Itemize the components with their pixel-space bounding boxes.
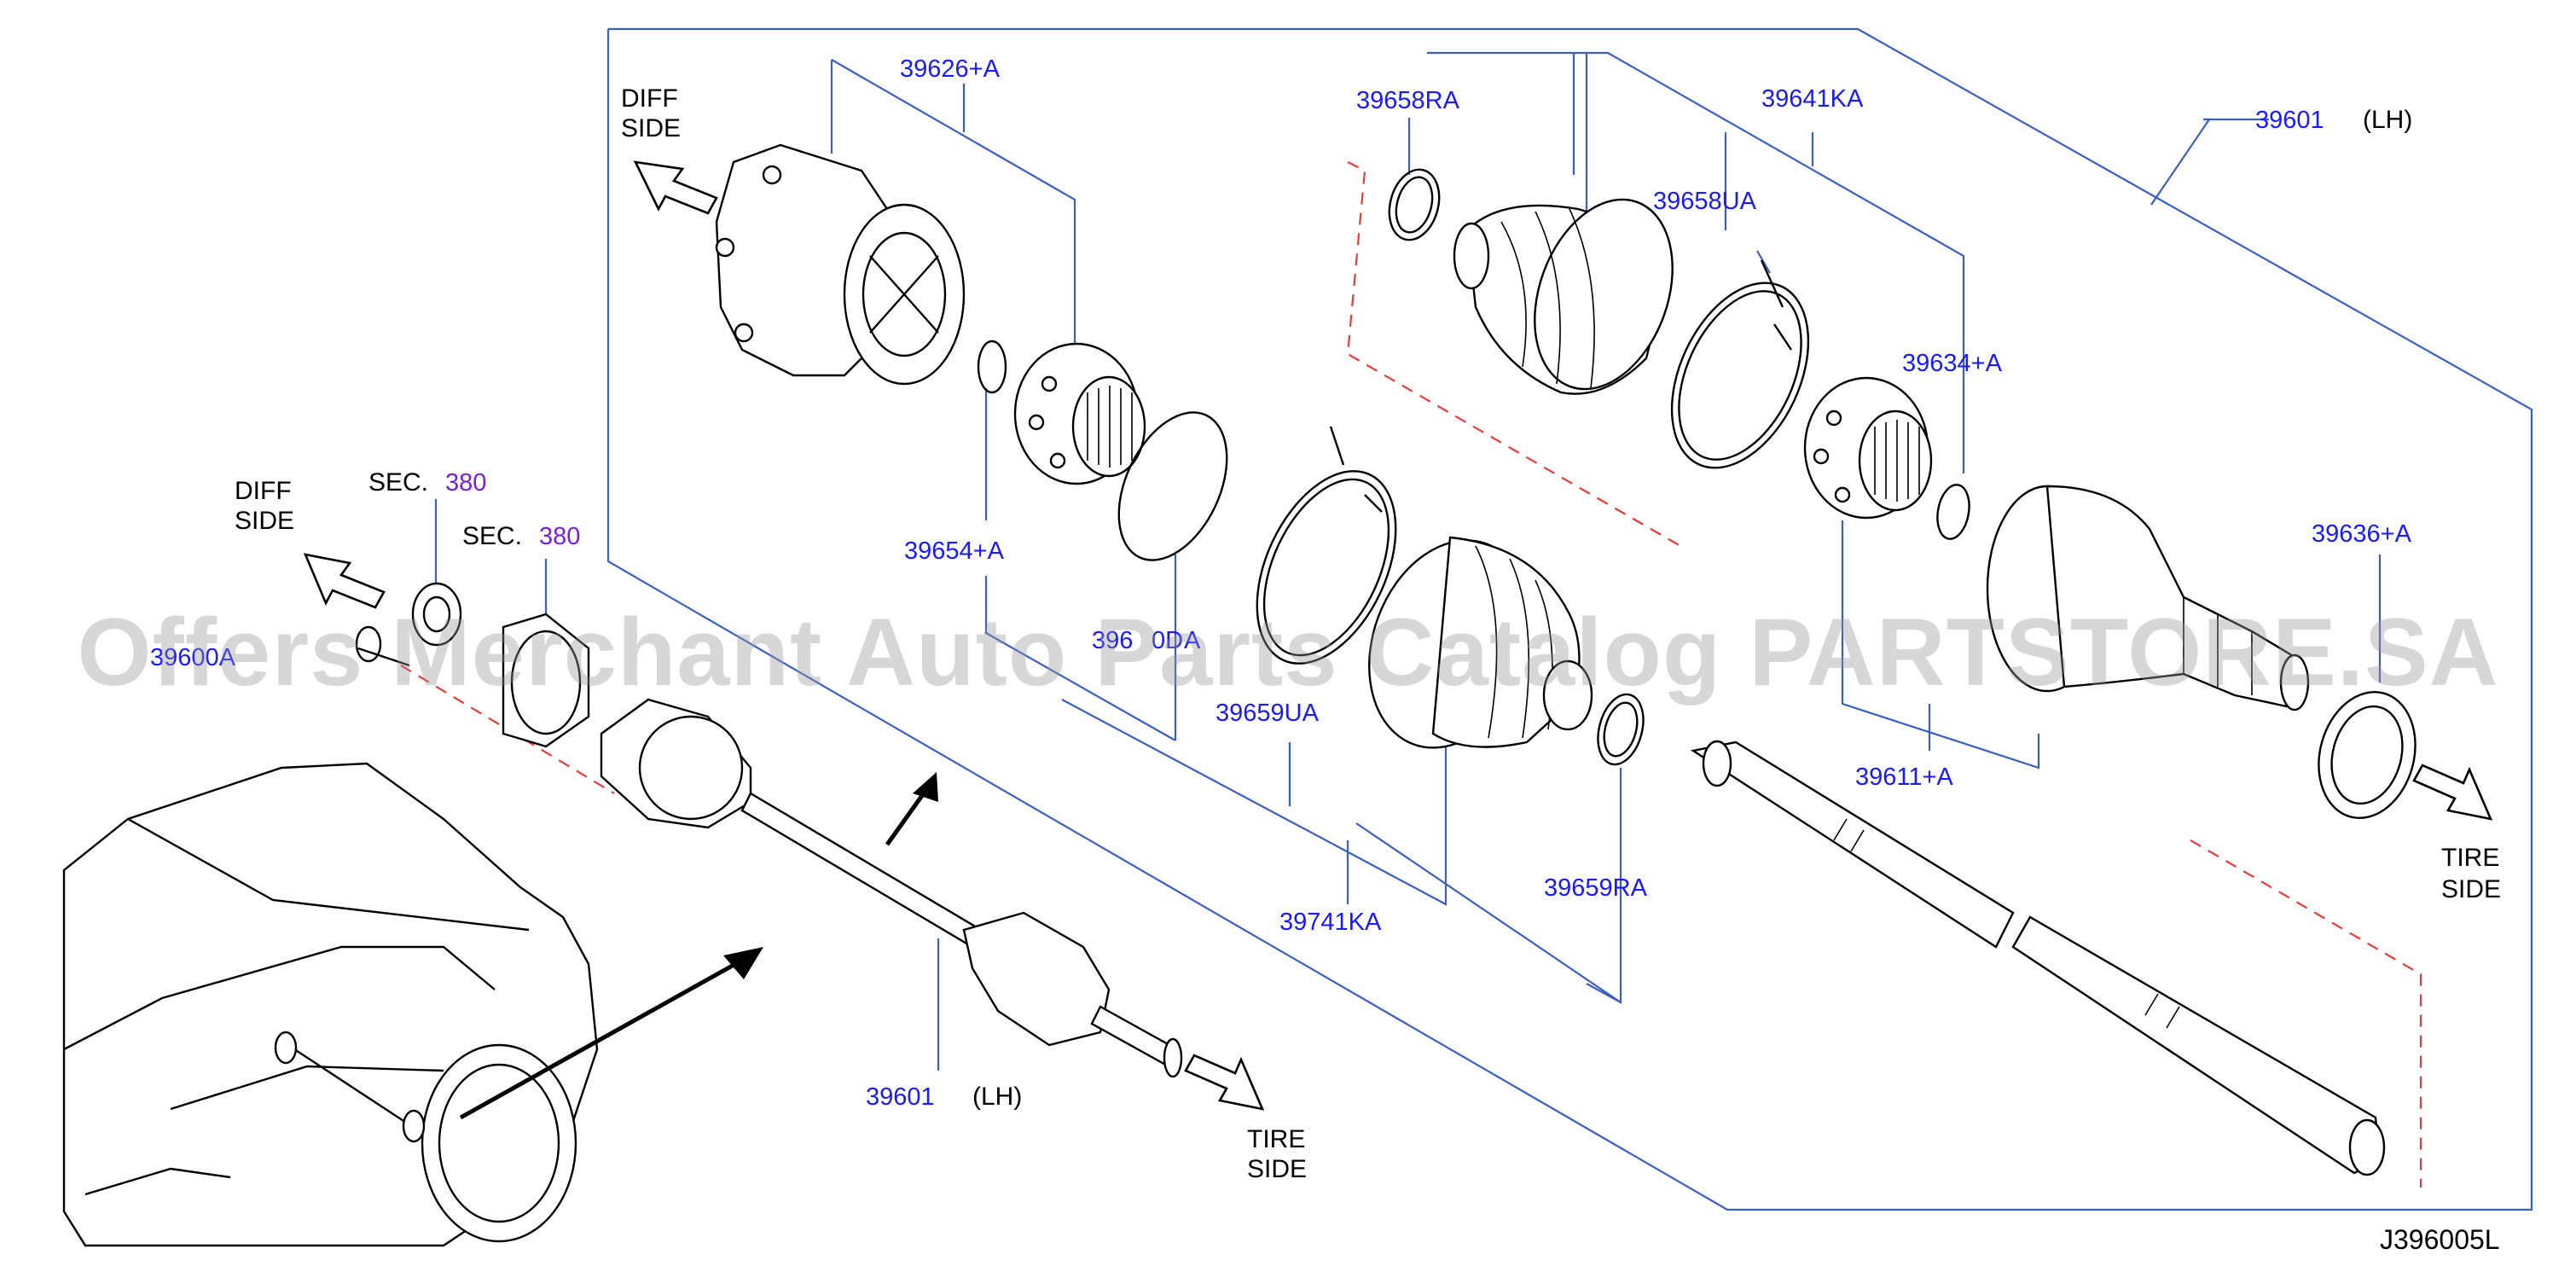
boot-band-39659UA <box>1256 426 1397 665</box>
section-references: SEC. 380 SEC. 380 <box>368 468 580 550</box>
exploded-view-frame <box>606 27 2533 1211</box>
inner-race-39634 <box>1803 376 1933 520</box>
driveshaft-assembly <box>355 582 1183 1078</box>
diff-side-top-line1: DIFF <box>621 84 678 113</box>
part-label-39601-bottom[interactable]: 39601 <box>866 1083 935 1111</box>
shaft-bar <box>1690 740 2386 1176</box>
part-label-39636[interactable]: 39636+A <box>2312 520 2412 548</box>
part-label-39658RA[interactable]: 39658RA <box>1356 87 1460 114</box>
tire-side-bottom-line1: TIRE <box>1247 1125 1305 1153</box>
diff-side-top-line2: SIDE <box>621 114 681 142</box>
part-side-39601-bottom: (LH) <box>972 1083 1022 1111</box>
diff-side-arrow-left <box>303 553 386 609</box>
boot-39641KA <box>1453 198 1674 395</box>
boot-band-39659RA <box>1597 693 1645 766</box>
part-label-39658UA[interactable]: 39658UA <box>1653 188 1757 215</box>
sec-number-1[interactable]: 380 <box>445 469 486 497</box>
boot-band-39658RA <box>1388 168 1441 241</box>
part-label-39741KA[interactable]: 39741KA <box>1279 909 1382 936</box>
inner-bearing-cage <box>1013 342 1146 485</box>
part-label-39600-mid-b: 0D <box>1152 627 1183 654</box>
circlip-ring <box>1117 411 1228 561</box>
leader-lines <box>434 51 2382 1071</box>
snap-ring-39654 <box>977 340 1007 394</box>
part-label-39634[interactable]: 39634+A <box>1902 350 2003 377</box>
part-label-39654[interactable]: 39654+A <box>904 537 1005 565</box>
side-labels: DIFF SIDE DIFF SIDE TIRE SIDE TIRE SIDE <box>235 84 2501 1183</box>
boot-39741KA <box>1368 536 1593 749</box>
sec-label-1: SEC. <box>368 468 428 497</box>
boot-band-39658UA <box>1670 259 1810 469</box>
diff-side-arrow-top <box>633 160 718 215</box>
part-side-39601-top: (LH) <box>2363 106 2412 134</box>
part-label-39641KA[interactable]: 39641KA <box>1761 85 1864 113</box>
part-number-labels: 39626+A 39658RA 39641KA 39601 (LH) 39658… <box>150 55 2412 1111</box>
part-label-39600-left[interactable]: 39600A <box>150 644 236 671</box>
tire-side-arrow-right <box>2412 764 2493 821</box>
part-label-39600-mid-c: A <box>1184 627 1201 654</box>
tire-side-right-line1: TIRE <box>2441 844 2499 872</box>
snap-ring-39634 <box>1936 484 1970 540</box>
seal-39636 <box>2318 690 2416 820</box>
car-silhouette <box>62 762 599 1247</box>
outer-housing-39626 <box>715 143 966 386</box>
diagram-reference-code: J396005L <box>2380 1224 2500 1255</box>
diff-side-left-line2: SIDE <box>235 507 294 535</box>
tire-side-bottom-line2: SIDE <box>1247 1155 1307 1183</box>
sec-label-2: SEC. <box>462 522 522 550</box>
sec-number-2[interactable]: 380 <box>539 523 580 550</box>
part-label-39601-top[interactable]: 39601 <box>2255 107 2324 134</box>
diff-side-left-line1: DIFF <box>235 477 292 505</box>
part-label-39659RA[interactable]: 39659RA <box>1544 874 1648 902</box>
outer-joint-39611 <box>1986 485 2310 711</box>
part-label-39600-mid[interactable]: 396 <box>1092 627 1133 654</box>
tire-side-arrow-bottom <box>1184 1054 1265 1111</box>
part-label-39659UA[interactable]: 39659UA <box>1215 700 1320 727</box>
tire-side-right-line2: SIDE <box>2441 875 2501 903</box>
part-label-39611[interactable]: 39611+A <box>1855 764 1953 791</box>
pointer-arrows <box>459 772 938 1120</box>
part-label-39626[interactable]: 39626+A <box>900 55 1001 83</box>
